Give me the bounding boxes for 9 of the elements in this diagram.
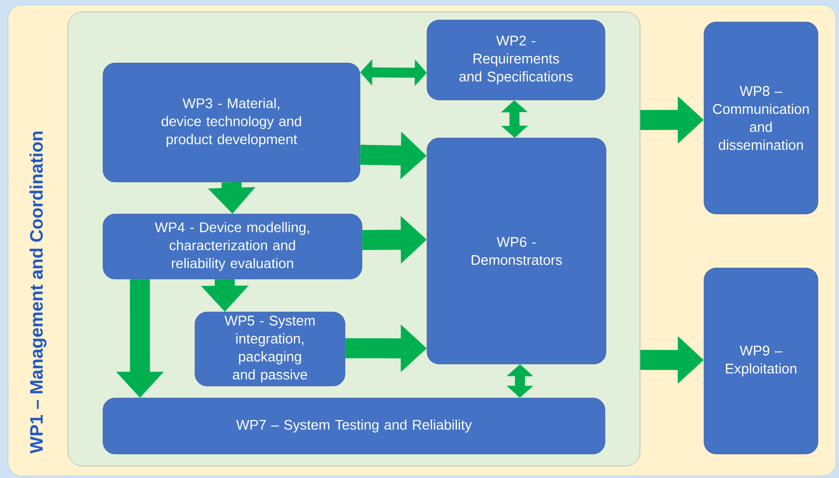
work-package-box: WP6 - Demonstrators [426, 138, 606, 364]
work-package-box: WP5 - System integration, packaging and passive [194, 312, 346, 386]
work-package-box: WP9 – Exploitation [704, 268, 818, 454]
work-package-box: WP7 – System Testing and Reliability [102, 398, 606, 454]
work-package-box: WP4 - Device modelling, characterization and reliability evaluation [102, 214, 362, 280]
work-package-box: WP2 - Requirements and Specifications [426, 20, 606, 100]
work-package-box: WP3 - Material, device technology and product development [102, 62, 360, 182]
work-package-box: WP8 – Communication and dissemination [704, 22, 818, 214]
band-title: WP1 – Management and Coordination [30, 132, 46, 454]
